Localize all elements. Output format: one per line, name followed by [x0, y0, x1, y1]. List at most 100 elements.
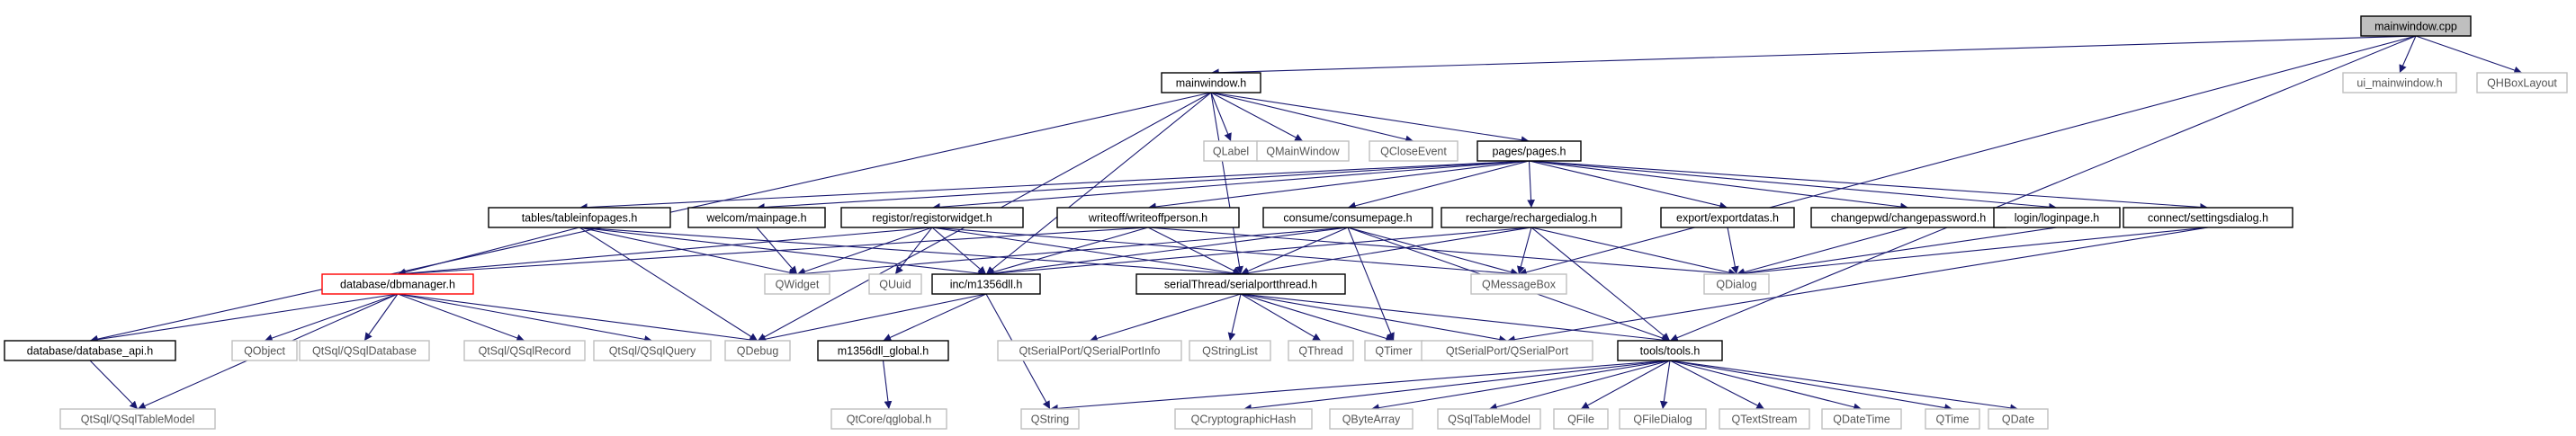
node-qcloseevent: QCloseEvent — [1369, 140, 1459, 162]
edge-group — [1669, 360, 2019, 413]
edge-group — [883, 293, 987, 342]
node-database-database-api-h[interactable]: database/database_api.h — [4, 340, 176, 361]
edge-consumepage-h-to-qtimer — [1347, 227, 1395, 342]
edge-group — [1506, 227, 2209, 343]
edge-registorwidget-h-to-dbmanager-h — [397, 227, 933, 278]
node-m1356dll-global-h[interactable]: m1356dll_global.h — [817, 340, 949, 361]
node-recharge-rechargedialog-h[interactable]: recharge/rechargedialog.h — [1441, 207, 1622, 228]
node-box — [59, 408, 216, 430]
edge-dbmanager-h-to-qsqldatabase — [364, 293, 399, 342]
node-tools-tools-h[interactable]: tools/tools.h — [1617, 340, 1723, 361]
edge-group — [1347, 227, 1520, 276]
edge-group — [579, 227, 798, 277]
node-box — [1925, 408, 1980, 430]
node-qdebug: QDebug — [724, 340, 791, 361]
edge-group — [397, 293, 653, 343]
edge-group — [579, 160, 1530, 211]
edge-mainwindow-h-to-qcloseevent — [1210, 92, 1414, 144]
node-connect-settingsdialog-h[interactable]: connect/settingsdialog.h — [2123, 207, 2293, 228]
edge-rechargedialog-h-to-tools-h — [1530, 227, 1671, 342]
node-registor-registorwidget-h[interactable]: registor/registorwidget.h — [840, 207, 1024, 228]
node-label: QStringList — [1202, 345, 1258, 358]
edge-tableinfopages-h-to-dbmanager-h — [397, 227, 580, 277]
node-login-loginpage-h[interactable]: login/loginpage.h — [1993, 207, 2121, 228]
node-box — [463, 340, 586, 361]
edge-tableinfopages-h-to-m1356dll-h — [579, 227, 987, 278]
edge-serialportthread-h-to-tools-h — [1240, 293, 1671, 344]
node-label: login/loginpage.h — [2015, 212, 2100, 225]
node-box — [1262, 207, 1433, 228]
node-serialthread-serialportthread-h[interactable]: serialThread/serialportthread.h — [1135, 273, 1346, 295]
node-qbytearray: QByteArray — [1329, 408, 1414, 430]
edge-group — [1527, 160, 1535, 209]
edge-registorwidget-h-to-serialportthread-h — [931, 227, 1242, 278]
node-label: ui_mainwindow.h — [2356, 77, 2442, 90]
node-label: QtCore/qglobal.h — [847, 414, 932, 426]
node-qtextstream: QTextStream — [1719, 408, 1810, 430]
edge-pages-h-to-tableinfopages-h — [579, 160, 1530, 211]
node-label: QFile — [1567, 414, 1594, 426]
node-ui-mainwindow-h: ui_mainwindow.h — [2342, 72, 2457, 93]
node-quuid: QUuid — [868, 273, 922, 295]
node-box — [2123, 207, 2293, 228]
edge-registorwidget-h-to-m1356dll-h — [931, 227, 987, 275]
node-box — [1821, 408, 1902, 430]
edge-group — [1147, 227, 1737, 278]
node-qtimer: QTimer — [1364, 340, 1423, 361]
node-qdate: QDate — [1988, 408, 2049, 430]
edge-changepassword-h-to-qdialog — [1736, 227, 1909, 276]
node-box — [1619, 408, 1707, 430]
edge-group — [364, 293, 399, 342]
node-inc-m1356dll-h[interactable]: inc/m1356dll.h — [931, 273, 1041, 295]
node-qfiledialog: QFileDialog — [1619, 408, 1707, 430]
edge-mainwindow-cpp-to-mainwindow-h — [1210, 35, 2417, 77]
node-changepwd-changepassword-h[interactable]: changepwd/changepassword.h — [1810, 207, 2006, 228]
edge-mainwindow-cpp-to-ui-mainwindow-h — [2399, 35, 2417, 74]
edge-serialportthread-h-to-qstringlist — [1227, 293, 1242, 342]
node-label: QObject — [244, 345, 285, 358]
edge-group — [397, 293, 525, 343]
node-qstringlist: QStringList — [1189, 340, 1271, 361]
node-label: QtSerialPort/QSerialPortInfo — [1019, 345, 1160, 358]
node-qtcore-qglobal-h: QtCore/qglobal.h — [830, 408, 947, 430]
node-mainwindow-cpp[interactable]: mainwindow.cpp — [2360, 15, 2472, 37]
edge-group — [1240, 227, 1532, 277]
node-label: consume/consumepage.h — [1283, 212, 1412, 225]
node-box — [4, 340, 176, 361]
node-tables-tableinfopages-h[interactable]: tables/tableinfopages.h — [488, 207, 671, 228]
node-label: database/dbmanager.h — [340, 279, 455, 291]
node-database-dbmanager-h[interactable]: database/dbmanager.h — [321, 273, 474, 295]
node-welcom-mainpage-h[interactable]: welcom/mainpage.h — [687, 207, 826, 228]
edge-group — [1727, 227, 1739, 275]
node-consume-consumepage-h[interactable]: consume/consumepage.h — [1262, 207, 1433, 228]
node-mainwindow-h[interactable]: mainwindow.h — [1161, 72, 1261, 93]
edge-tableinfopages-h-to-qdebug — [579, 227, 758, 342]
node-box — [321, 273, 474, 295]
edge-mainwindow-cpp-to-qhboxlayout — [2415, 35, 2523, 75]
node-label: QtSql/QSqlRecord — [479, 345, 571, 358]
node-writeoff-writeoffperson-h[interactable]: writeoff/writeoffperson.h — [1056, 207, 1240, 228]
node-box — [997, 340, 1182, 361]
node-label: changepwd/changepassword.h — [1831, 212, 1986, 225]
node-label: QtSql/QSqlDatabase — [312, 345, 417, 358]
edge-group — [1210, 92, 1232, 142]
node-label: QDateTime — [1833, 414, 1889, 426]
edge-group — [1147, 227, 1242, 275]
node-box — [1329, 408, 1414, 430]
edge-pages-h-to-consumepage-h — [1347, 160, 1530, 210]
edge-group — [931, 227, 1242, 278]
edge-rechargedialog-h-to-serialportthread-h — [1240, 227, 1532, 277]
edge-pages-h-to-exportdatas-h — [1529, 160, 1728, 210]
node-qtsql-qsqlquery: QtSql/QSqlQuery — [593, 340, 712, 361]
edge-group — [1736, 227, 2058, 278]
node-box — [687, 207, 826, 228]
edge-group — [397, 227, 1149, 278]
node-pages-pages-h[interactable]: pages/pages.h — [1476, 140, 1582, 162]
node-qthread: QThread — [1288, 340, 1354, 361]
node-export-exportdatas-h[interactable]: export/exportdatas.h — [1660, 207, 1795, 228]
node-label: registor/registorwidget.h — [872, 212, 992, 225]
edge-mainwindow-cpp-to-tools-h — [1669, 35, 2417, 342]
node-label: QCryptographicHash — [1191, 414, 1297, 426]
edge-pages-h-to-registorwidget-h — [931, 160, 1530, 211]
edge-group — [985, 92, 1212, 275]
